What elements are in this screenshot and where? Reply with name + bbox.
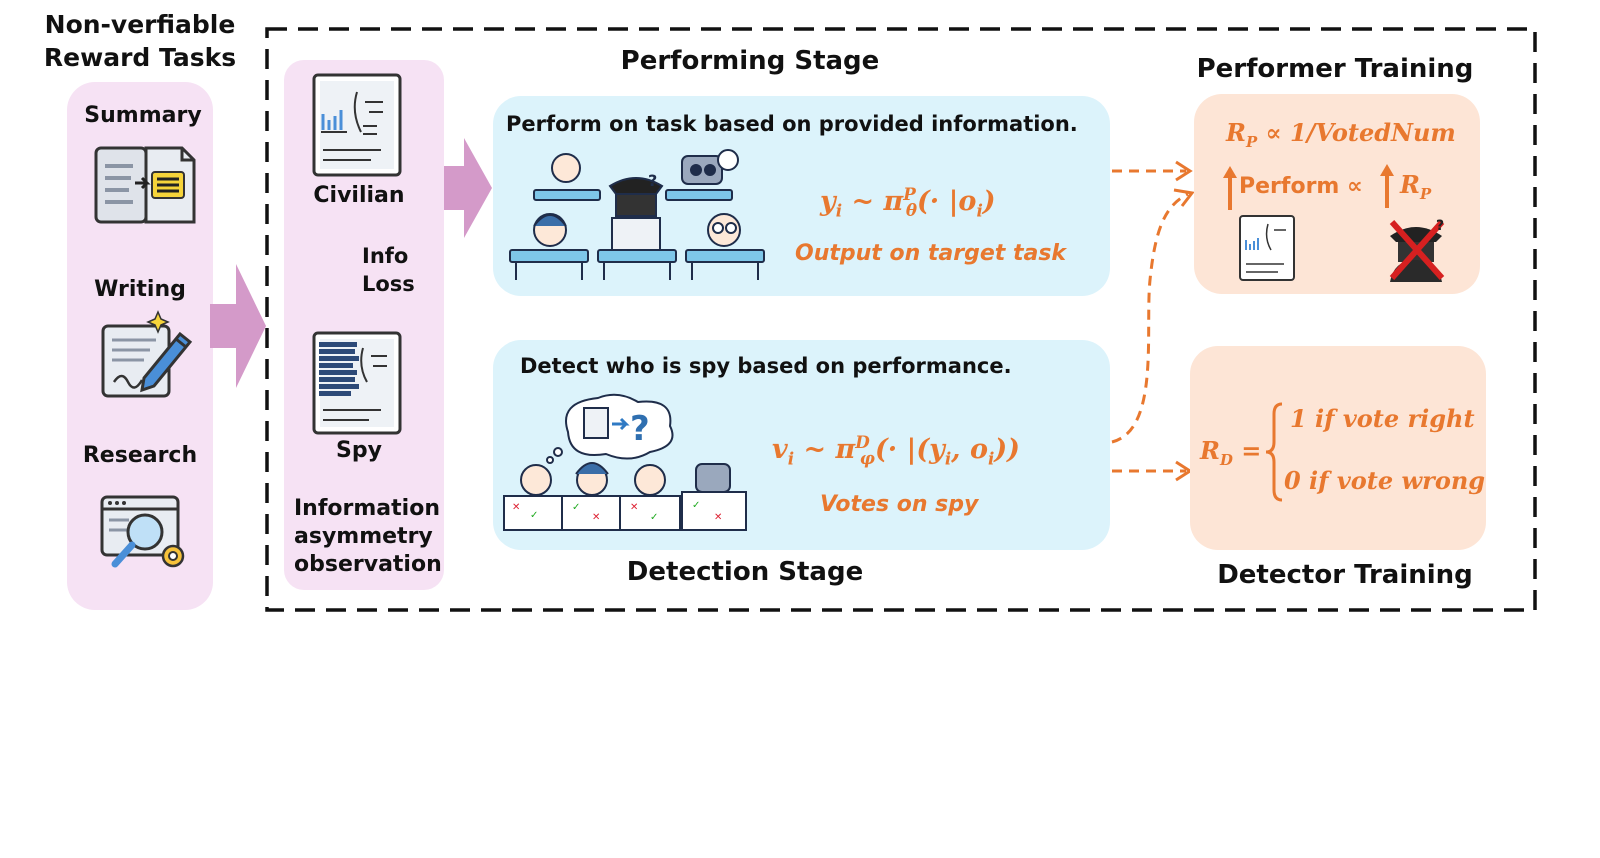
performing-formula-sub: θ xyxy=(905,200,918,221)
detector-case-2: 0 if vote wrong xyxy=(1284,466,1486,495)
observation-caption-line2: asymmetry xyxy=(294,524,433,549)
svg-text:✕: ✕ xyxy=(592,512,600,523)
svg-text:✓: ✓ xyxy=(650,512,658,523)
detection-formula-sub: φ xyxy=(859,448,875,469)
detector-training-panel xyxy=(1190,346,1486,550)
info-loss-line2: Loss xyxy=(362,272,415,296)
svg-text:✕: ✕ xyxy=(714,512,722,523)
observation-caption-line3: observation xyxy=(294,552,442,577)
performing-formula-sup: P xyxy=(903,184,916,204)
observation-caption-line1: Information xyxy=(294,496,440,521)
spy-document-icon xyxy=(311,330,403,440)
perform-text: Perform ∝ xyxy=(1239,174,1363,199)
left-title-line2: Reward Tasks xyxy=(43,43,237,72)
detection-stage-title: Detection Stage xyxy=(626,557,864,587)
detection-formula-lhs: v xyxy=(772,434,788,465)
perform-up-arrow xyxy=(1222,166,1238,216)
svg-text:✓: ✓ xyxy=(572,502,580,513)
svg-text:✕: ✕ xyxy=(630,502,638,513)
task-label-research: Research xyxy=(82,443,198,468)
detector-reward-symbol: RD = xyxy=(1200,436,1262,469)
left-title: Non-verfiable Reward Tasks xyxy=(30,8,250,74)
students-performing-illustration: ? xyxy=(506,146,776,288)
detection-formula-pi: π xyxy=(835,434,856,465)
performing-formula-sub-i: i xyxy=(835,200,843,221)
left-title-line1: Non-verfiable xyxy=(44,10,236,39)
crossed-spy-icon: ? xyxy=(1384,214,1450,286)
task-label-summary: Summary xyxy=(84,103,202,128)
info-loss-label: Info Loss xyxy=(362,242,415,298)
detection-formula-args: (· |(y xyxy=(874,434,945,465)
performing-formula-args: (· |o xyxy=(917,186,977,217)
civilian-label: Civilian xyxy=(313,183,405,208)
detection-formula-args-sub: i xyxy=(944,448,952,469)
detection-caption: Votes on spy xyxy=(820,492,979,517)
detection-formula-sub-i: i xyxy=(787,448,795,469)
detection-formula-mid-sub: i xyxy=(987,448,995,469)
performer-training-title: Performer Training xyxy=(1196,54,1474,84)
svg-text:?: ? xyxy=(648,171,657,190)
detector-reward-r: R xyxy=(1200,436,1220,465)
detector-case-1: 1 if vote right xyxy=(1290,404,1475,433)
svg-text:✓: ✓ xyxy=(692,500,700,511)
performing-box-text: Perform on task based on provided inform… xyxy=(506,112,1078,136)
performing-caption: Output on target task xyxy=(795,241,1067,266)
svg-text:✕: ✕ xyxy=(512,502,520,513)
performer-reward-text: ∝ 1/VotedNum xyxy=(1265,118,1456,147)
detection-formula-sup: D xyxy=(855,432,870,452)
performing-formula-close: ) xyxy=(982,186,996,217)
detection-formula-close: )) xyxy=(994,434,1020,465)
writing-icon xyxy=(98,308,198,404)
performer-reward-symbol: R xyxy=(1226,118,1246,147)
svg-text:✓: ✓ xyxy=(530,510,538,521)
info-loss-line1: Info xyxy=(362,244,409,268)
performing-formula: yi ~ πPθ(· |oi) xyxy=(820,184,996,221)
detector-reward-sub: D xyxy=(1219,450,1233,469)
perform-reward-symbol: R xyxy=(1400,170,1420,199)
performing-formula-lhs: y xyxy=(820,186,836,217)
piecewise-brace xyxy=(1264,402,1286,506)
performer-document-icon xyxy=(1238,214,1296,286)
detector-training-title: Detector Training xyxy=(1217,560,1473,590)
performing-stage-title: Performing Stage xyxy=(620,46,880,76)
detection-box-text: Detect who is spy based on performance. xyxy=(520,354,1012,378)
task-label-writing: Writing xyxy=(94,277,186,302)
perform-reward-sub: P xyxy=(1419,184,1432,203)
performing-formula-pi: π xyxy=(883,186,904,217)
summary-icon xyxy=(93,144,197,230)
civilian-document-icon xyxy=(311,72,403,182)
observation-caption: Information asymmetry observation xyxy=(294,495,442,579)
perform-reward: RP xyxy=(1400,170,1431,203)
big-arrow-right xyxy=(210,264,266,392)
performing-formula-args-sub: i xyxy=(976,200,983,221)
students-voting-illustration: ? ✕ ✓ ✓ ✕ ✕ ✓ ✓ ✕ xyxy=(500,392,756,538)
detect-to-performer-arrow xyxy=(1111,192,1189,444)
observation-arrow xyxy=(444,138,492,242)
detection-formula: vi ~ πDφ(· |(yi, oi)) xyxy=(772,432,1020,469)
performer-reward-line: RP ∝ 1/VotedNum xyxy=(1226,118,1456,151)
svg-text:?: ? xyxy=(630,409,650,449)
reward-up-arrow xyxy=(1379,164,1395,214)
detection-formula-mid: , o xyxy=(951,434,988,465)
research-icon xyxy=(99,494,195,578)
performer-reward-sub: P xyxy=(1245,132,1258,151)
svg-text:?: ? xyxy=(1436,218,1444,234)
spy-label: Spy xyxy=(336,438,382,463)
dashed-frame xyxy=(265,27,1537,612)
